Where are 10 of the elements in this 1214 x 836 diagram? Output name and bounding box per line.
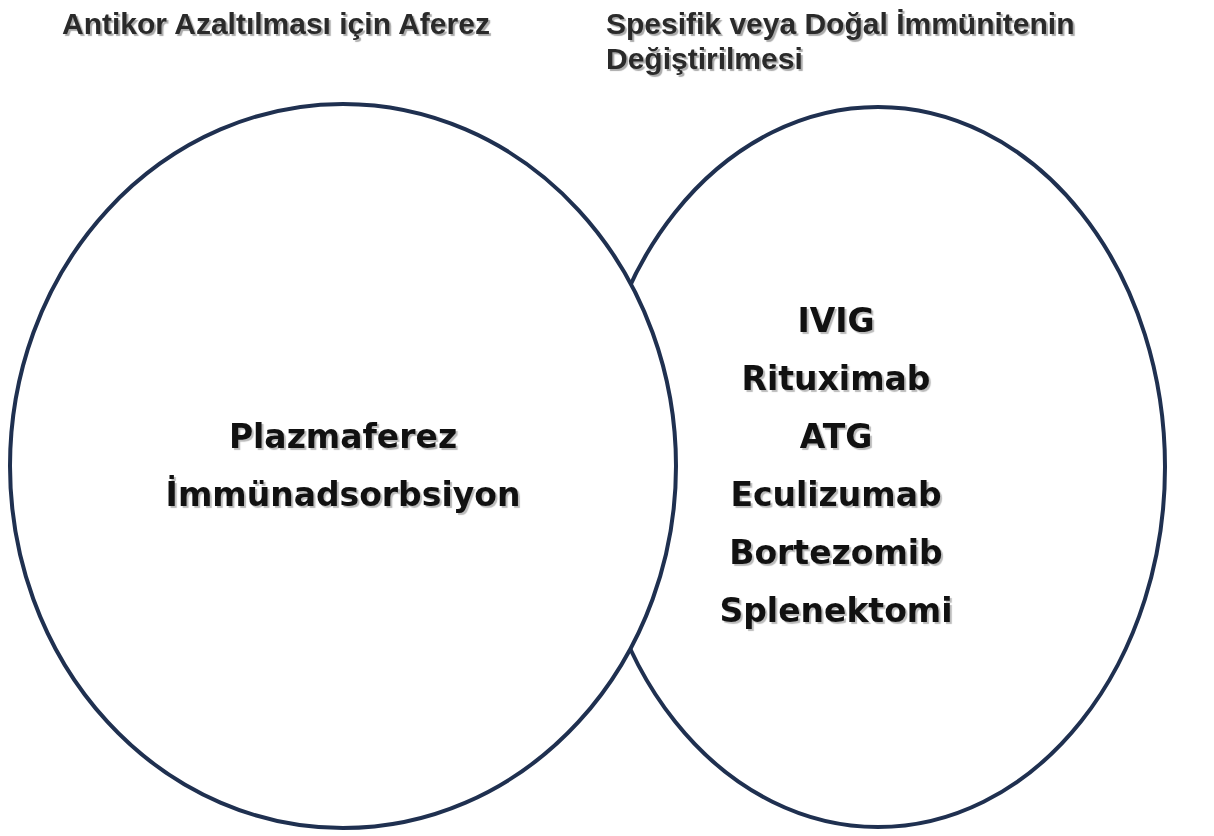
list-item: Splenektomi bbox=[719, 590, 953, 632]
list-item: Plazmaferez bbox=[228, 416, 458, 458]
set-heading: Antikor Azaltılması için Aferez bbox=[62, 6, 491, 41]
list-item: Bortezomib bbox=[729, 532, 943, 574]
list-item: Rituximab bbox=[741, 358, 931, 400]
set-heading: Spesifik veya Doğal İmmünitenin Değiştirilmesi bbox=[606, 6, 1076, 76]
list-item: IVIG bbox=[797, 300, 875, 342]
list-item: İmmünadsorbsiyon bbox=[165, 474, 521, 516]
list-item: Eculizumab bbox=[730, 474, 942, 516]
list-item: ATG bbox=[799, 416, 873, 458]
